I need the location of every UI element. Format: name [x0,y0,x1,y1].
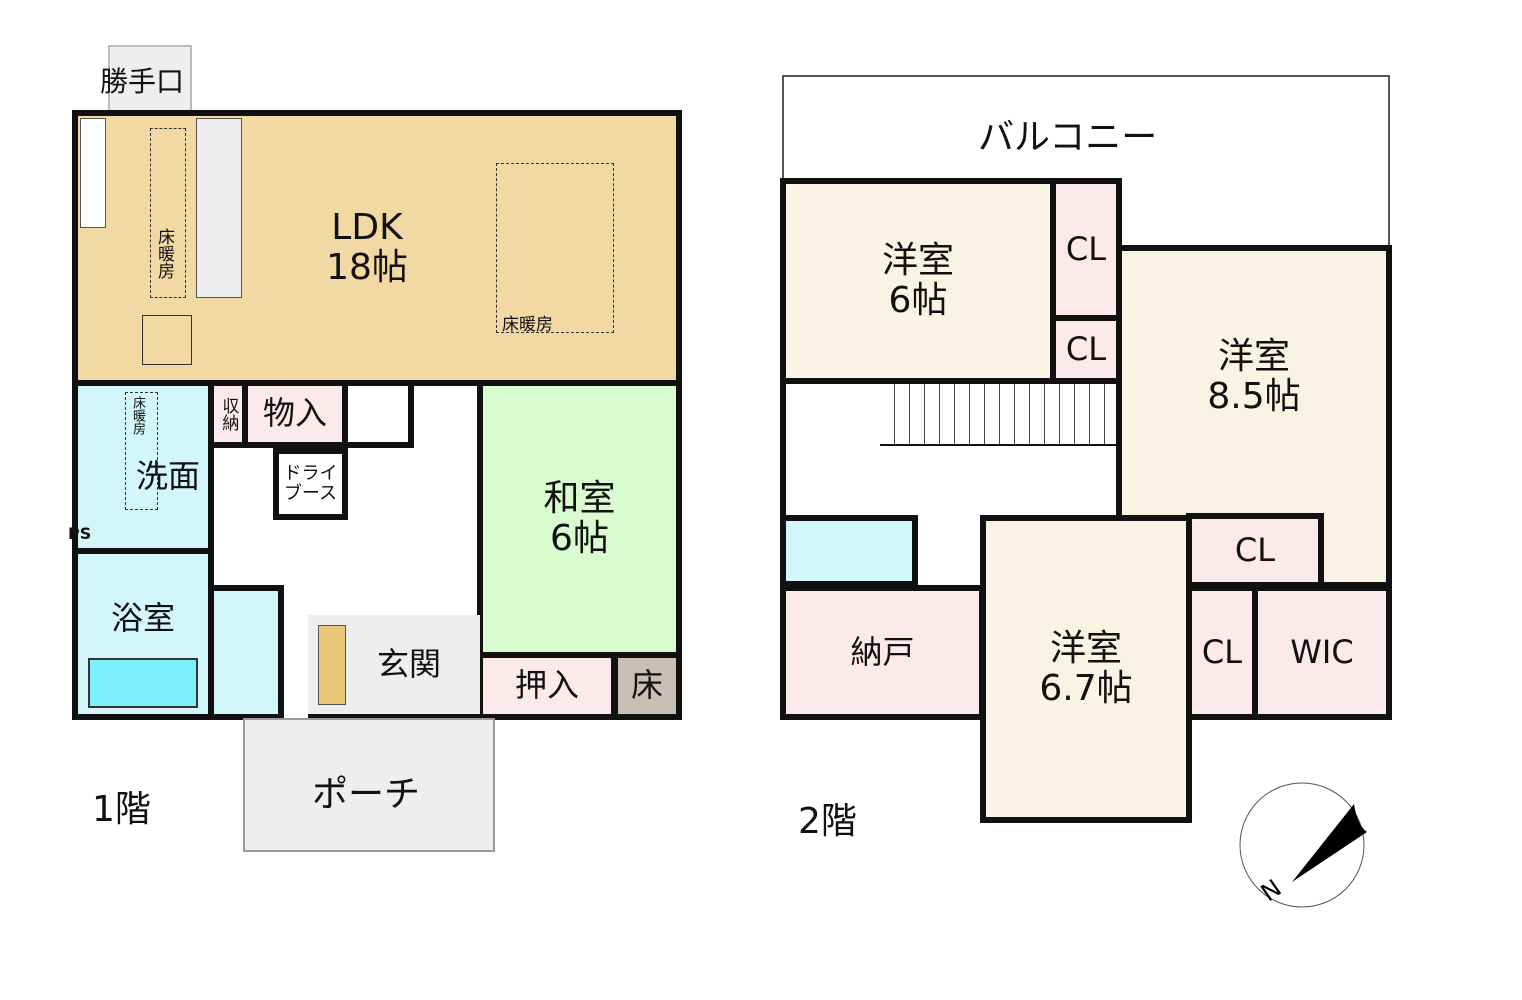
room-c-size: 6.7帖 [1039,668,1133,709]
closet-label: 物入 [262,394,327,433]
room-western-6: 洋室 6帖 [780,178,1056,384]
closet-2f-1: CL [1050,178,1122,321]
kitchen-counter [196,118,242,298]
genkan-label: 玄関 [376,644,441,683]
room-b-size: 8.5帖 [1207,375,1301,417]
nando: 納戸 [780,585,985,720]
closet-2f-3: CL [1186,513,1324,588]
wash-label: 洗面 [135,457,200,496]
washitsu-size: 6帖 [550,518,609,559]
room-washitsu: 和室 6帖 [477,380,682,658]
cl-label: CL [1234,530,1276,569]
oshiire-label: 押入 [514,666,579,705]
room-a-size: 6帖 [888,280,948,321]
counter-left [80,118,106,228]
tokonoma: 床 [612,652,682,720]
bath-label: 浴室 [110,599,175,638]
wic: WIC [1252,585,1392,720]
balcony-label: バルコニー [978,117,1158,158]
bathtub [88,658,198,708]
cl-label: CL [1201,632,1243,671]
floor-heating-label-living: 床暖房 [502,315,553,335]
toilet-1f [208,585,284,720]
kitchen-door-step [108,45,192,115]
dry-booth: ドライ ブース [273,448,348,520]
floor1-label: 1階 [92,789,151,830]
room-ldk: LDK 18帖 [72,110,682,386]
dry-booth-label-2: ブース [283,483,338,504]
washitsu-name: 和室 [543,478,616,520]
shoe-rack [318,625,346,705]
floor-heating-area-living [496,163,614,333]
closet: 物入 [242,380,348,448]
floor-heating-area-wash [125,392,158,510]
tokonoma-label: 床 [630,666,663,705]
room-c-name: 洋室 [1049,628,1122,670]
ldk-name: LDK [331,207,403,249]
hall-2f-left-wall [780,380,786,520]
room-a-name: 洋室 [881,240,954,282]
floor-heating-area-kitchen [150,128,186,298]
ps-label: PS [68,524,92,543]
porch [243,718,495,852]
skylight [142,315,192,365]
toilet-2f [780,515,918,587]
nando-label: 納戸 [850,632,915,671]
closet-2f-2: CL [1050,315,1122,384]
compass-icon: N [1239,782,1367,908]
staircase-1f [342,380,414,448]
room-western-6-7: 洋室 6.7帖 [980,515,1192,823]
ldk-size: 18帖 [326,247,408,288]
staircase-2f [880,384,1116,446]
dry-booth-label-1: ドライ [283,463,338,485]
floor-heating-label-wash: 床暖房 [130,396,145,435]
cl-label: CL [1065,329,1107,368]
storage: 収納 [208,380,248,448]
kitchen-door-label: 勝手口 [100,65,185,98]
floor2-label: 2階 [798,801,857,842]
closet-2f-4: CL [1186,585,1258,720]
room-wash: 洗面 [72,380,214,554]
wic-label: WIC [1290,632,1354,671]
oshiire: 押入 [477,652,617,720]
cl-label: CL [1065,229,1107,268]
porch-label: ポーチ [312,774,421,815]
room-b-name: 洋室 [1217,335,1290,377]
storage-label: 収納 [218,397,239,431]
floor-heating-label-kitchen: 床暖房 [154,228,174,279]
compass-n-label: N [1256,874,1287,907]
